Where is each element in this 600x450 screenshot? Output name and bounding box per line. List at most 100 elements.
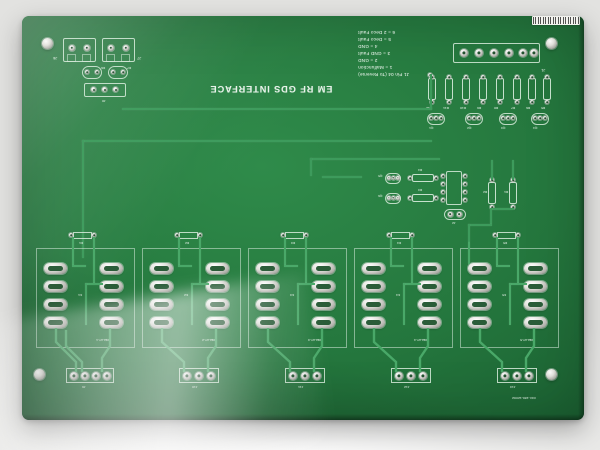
copper-trace — [284, 265, 298, 267]
socket-q1-outline — [427, 113, 445, 125]
relay-pad — [206, 263, 229, 274]
copper-trace — [199, 237, 201, 283]
copper-trace — [82, 140, 84, 258]
trace-fanout — [476, 328, 510, 372]
relay-pad — [44, 263, 67, 274]
connector-j7-pin-box — [121, 54, 130, 62]
relay-pad — [150, 299, 173, 310]
connector-pad — [81, 372, 89, 380]
trace-fanout — [100, 328, 124, 372]
legend-header: J1 Pin 04 (To Reverse) — [358, 72, 410, 77]
board-edge-bottom — [22, 414, 584, 420]
copper-trace — [122, 108, 432, 110]
relay-pad — [312, 299, 335, 310]
ref-r10: R10 — [460, 106, 467, 110]
diode-d1-outline — [73, 232, 92, 239]
connector-pad — [460, 49, 468, 57]
trace-fanout — [264, 328, 298, 372]
socket-q3-outline — [499, 113, 517, 125]
resistor-pad — [408, 176, 412, 180]
socket-pad — [439, 116, 443, 120]
copper-trace — [310, 158, 440, 160]
ref-d4: D4 — [397, 241, 402, 245]
resistor-pad — [490, 178, 494, 182]
ref-j9: J9 — [82, 385, 86, 389]
copper-trace — [297, 283, 315, 285]
ref-q6: Q6 — [378, 194, 383, 198]
resistor-body — [496, 78, 504, 100]
connector-pad — [490, 49, 498, 57]
connector-pad — [530, 49, 538, 57]
ref-j2: J2 — [452, 221, 456, 225]
resistor-pad — [464, 75, 468, 79]
ref-j13: J13 — [510, 385, 516, 389]
diode-pad — [281, 233, 285, 237]
relay-pad — [418, 299, 441, 310]
relay-pad — [468, 299, 491, 310]
ref-d1: D1 — [79, 241, 84, 245]
ref-k5: K5 — [502, 293, 507, 297]
socket-q4-outline — [531, 113, 549, 125]
socket-pad — [391, 176, 396, 180]
ref-q1: Q1 — [429, 126, 434, 130]
ref-r9: R9 — [477, 106, 482, 110]
ref-j8: J8 — [102, 99, 106, 103]
ic-pad — [463, 190, 467, 194]
socket-pad — [472, 116, 476, 120]
resistor-body — [412, 174, 434, 182]
diode-d2-outline — [179, 232, 198, 239]
connector-j12-outline — [391, 368, 431, 383]
relay-pad — [312, 263, 335, 274]
relay-pad — [468, 281, 491, 292]
relay-k4-outline — [354, 248, 453, 348]
ref-r11: R11 — [443, 106, 449, 110]
board-barcode-label — [532, 16, 580, 25]
copper-trace — [430, 74, 432, 110]
resistor-pad — [545, 100, 549, 104]
resistor-body — [462, 78, 470, 100]
socket-q2-outline — [465, 113, 483, 125]
ref-k2: K2 — [184, 293, 189, 297]
ref-k1: K1 — [78, 293, 83, 297]
resistor-body — [513, 78, 521, 100]
diode-pad — [410, 233, 414, 237]
connector-pad — [505, 49, 513, 57]
copper-trace — [390, 237, 392, 265]
ic-pad — [463, 182, 467, 186]
relay-pad — [524, 299, 547, 310]
relay-pad — [206, 317, 229, 328]
resistor-pad — [511, 205, 515, 209]
connector-j7-outline — [102, 38, 135, 62]
relay-pad — [44, 281, 67, 292]
ref-r3: R3 — [418, 188, 423, 192]
resistor-pad — [515, 75, 519, 79]
resistor-pad — [498, 100, 502, 104]
connector-pad — [92, 372, 100, 380]
socket-pad — [396, 196, 400, 200]
led-pad — [95, 70, 99, 74]
relay-pad — [150, 263, 173, 274]
socket-pad — [387, 176, 391, 180]
ref-k4: K4 — [396, 293, 401, 297]
diode-d5-outline — [497, 232, 516, 239]
relay-pad — [100, 281, 123, 292]
resistor-pad — [430, 75, 434, 79]
copper-trace — [509, 283, 527, 285]
mounting-hole — [546, 38, 557, 49]
connector-pad — [70, 372, 78, 380]
copper-trace — [491, 160, 493, 180]
ref-r1: R1 — [504, 190, 509, 194]
copper-trace — [72, 265, 86, 267]
ref-r4: R4 — [418, 168, 423, 172]
connector-pad — [84, 45, 90, 51]
relay-pad — [150, 281, 173, 292]
ic-pad — [463, 174, 467, 178]
relay-pad — [362, 317, 385, 328]
relay-pad — [362, 263, 385, 274]
resistor-pad — [490, 205, 494, 209]
connector-pad — [91, 87, 96, 92]
trace-fanout — [310, 328, 334, 372]
ref-j6: J6 — [53, 56, 58, 60]
ref-d5: D5 — [503, 241, 508, 245]
ic-pad — [441, 190, 445, 194]
